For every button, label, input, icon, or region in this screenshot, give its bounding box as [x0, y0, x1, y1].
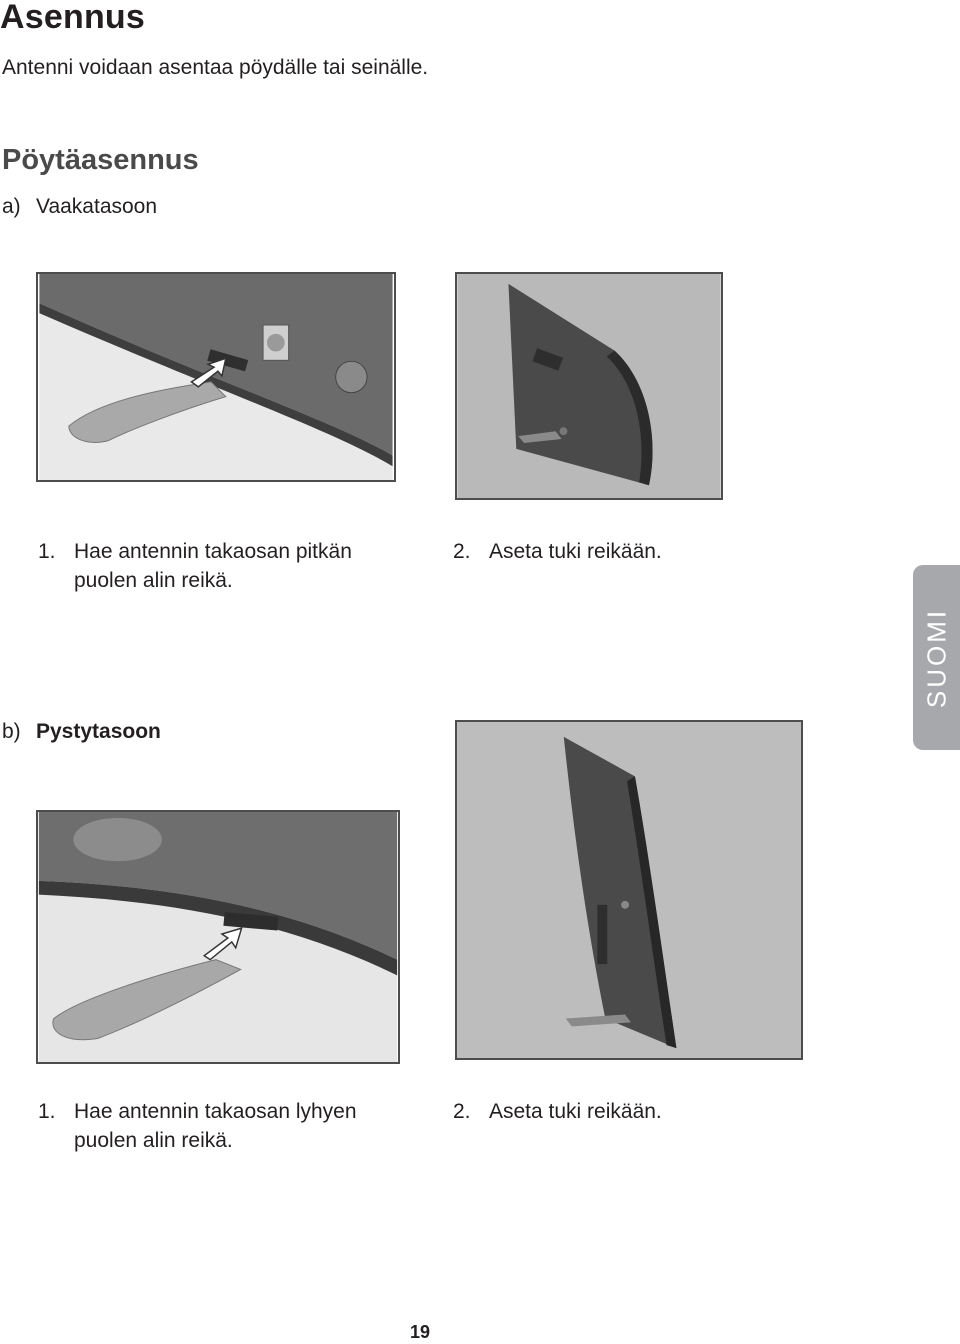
- subsection-title: Pystytasoon: [36, 720, 161, 743]
- step-text: Aseta tuki reikään.: [489, 1100, 662, 1123]
- antenna-back-slot-illustration: [39, 274, 393, 480]
- page-title: Asennus: [0, 0, 145, 36]
- figure-horizontal-step2: [455, 272, 723, 500]
- figure-horizontal-step1: [36, 272, 396, 482]
- step-number: 2.: [453, 540, 471, 563]
- subsection-title: Vaakatasoon: [36, 195, 158, 218]
- step-text: Hae antennin takaosan pitkän puolen alin…: [74, 540, 352, 592]
- page-number: 19: [409, 1322, 431, 1342]
- antenna-standing-vertical-illustration: [457, 722, 801, 1058]
- antenna-standing-horizontal-illustration: [457, 274, 721, 498]
- step-number: 2.: [453, 1100, 471, 1123]
- step-number: 1.: [38, 1100, 56, 1123]
- figure-vertical-step1: [36, 810, 400, 1064]
- step-number: 1.: [38, 540, 56, 563]
- step-text: Hae antennin takaosan lyhyen puolen alin…: [74, 1100, 357, 1152]
- subsection-label: a): [2, 195, 21, 218]
- subsection-horizontal: a) Vaakatasoon: [2, 195, 157, 219]
- section-title: Pöytäasennus: [2, 144, 199, 176]
- step-text: Aseta tuki reikään.: [489, 540, 662, 563]
- language-tab-label: SUOMI: [921, 607, 951, 708]
- subsection-label: b): [2, 720, 21, 743]
- language-tab: SUOMI: [913, 565, 960, 750]
- figure-vertical-step2: [455, 720, 803, 1060]
- subsection-vertical: b) Pystytasoon: [2, 720, 161, 744]
- intro-text: Antenni voidaan asentaa pöydälle tai sei…: [2, 56, 429, 79]
- antenna-short-side-slot-illustration: [38, 812, 398, 1062]
